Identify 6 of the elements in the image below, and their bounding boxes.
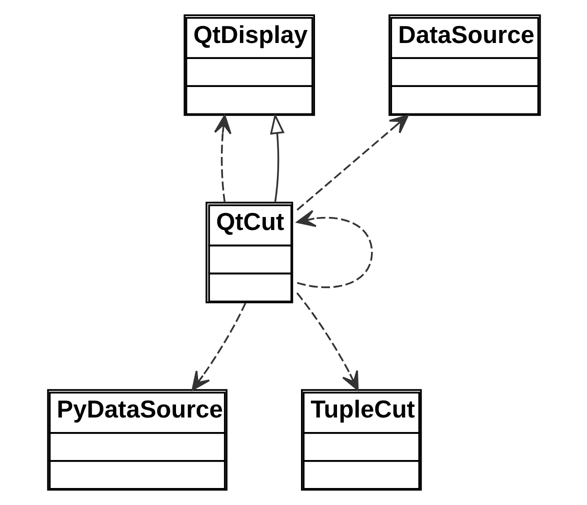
arrow xyxy=(296,210,372,288)
arrow xyxy=(191,302,246,391)
arrow xyxy=(214,114,231,203)
arrow xyxy=(296,292,358,391)
arrow xyxy=(269,112,284,203)
arrow xyxy=(296,114,408,211)
